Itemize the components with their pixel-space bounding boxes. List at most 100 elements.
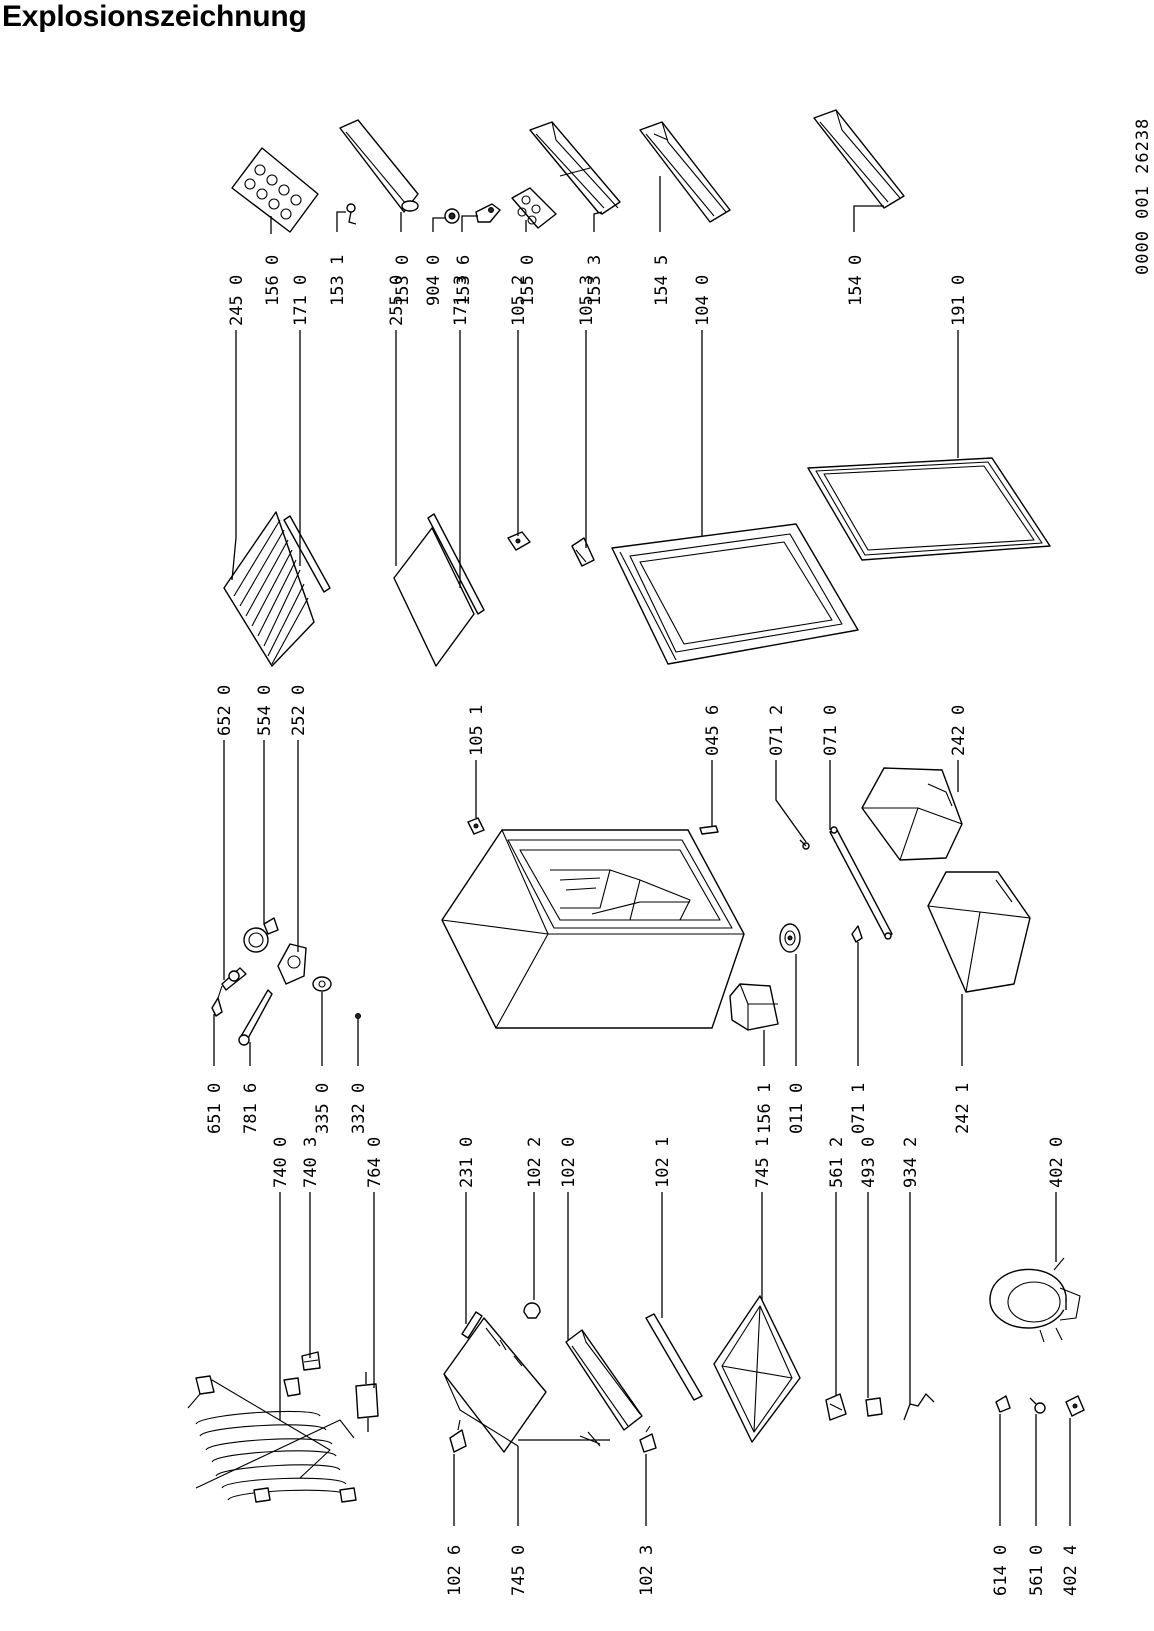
- part-label-335-0: 335 0: [313, 1083, 333, 1134]
- part-label-561-2: 561 2: [827, 1137, 847, 1188]
- bracket-part: [475, 203, 501, 223]
- part-labels: 156 0 153 1 153 0 904 0 153 6 155 0 153 3 154 5…: [205, 255, 1081, 1596]
- part-label-155-0: 155 0: [518, 255, 538, 306]
- compressor-part: [989, 1257, 1081, 1343]
- part-label-153-0: 153 0: [393, 255, 413, 306]
- part-label-102-3: 102 3: [637, 1545, 657, 1596]
- filter-part: [301, 1351, 321, 1371]
- part-label-255-0: 255 0: [387, 275, 407, 326]
- leader-lines: [213, 176, 1071, 1526]
- dryer-part: [355, 1372, 379, 1432]
- part-label-154-5: 154 5: [652, 255, 672, 306]
- disc-part: [779, 923, 801, 953]
- knob-part: [467, 817, 485, 835]
- shelf-cover-part: [339, 119, 419, 213]
- part-label-104-0: 104 0: [693, 275, 713, 326]
- part-label-252-0: 252 0: [289, 685, 309, 736]
- cable-part: [903, 1392, 935, 1421]
- rail-clip-part: [461, 1311, 483, 1339]
- door-bar-part: [645, 1313, 703, 1401]
- part-label-781-6: 781 6: [241, 1083, 261, 1134]
- door-bin-upper-part: [529, 121, 621, 215]
- small-box-part: [729, 983, 779, 1031]
- doc-number: 0000 001 26238: [1133, 118, 1153, 275]
- part-label-071-0: 071 0: [821, 705, 841, 756]
- part-label-011-0: 011 0: [787, 1083, 807, 1134]
- latch-lower-part: [639, 1425, 657, 1453]
- shelf-trim-part: [283, 515, 331, 593]
- thermostat-group-part: [211, 917, 361, 1046]
- part-label-332-0: 332 0: [349, 1083, 369, 1134]
- freezer-door-part: [713, 1295, 801, 1443]
- part-label-045-6: 045 6: [703, 705, 723, 756]
- glass-trim-part: [427, 513, 485, 615]
- part-label-402-0: 402 0: [1047, 1137, 1067, 1188]
- door-gasket-part: [807, 457, 1051, 561]
- part-label-105-2: 105 2: [509, 275, 529, 326]
- pin-part: [699, 825, 719, 835]
- part-label-153-6: 153 6: [454, 255, 474, 306]
- relay-cap-part: [1029, 1397, 1046, 1414]
- part-label-102-0: 102 0: [559, 1137, 579, 1188]
- part-label-904-0: 904 0: [424, 255, 444, 306]
- part-label-156-0: 156 0: [263, 255, 283, 306]
- part-label-554-0: 554 0: [255, 685, 275, 736]
- hook-part: [523, 1302, 541, 1319]
- part-label-071-1: 071 1: [849, 1083, 869, 1134]
- glass-shelf-part: [393, 527, 475, 667]
- screw-part: [799, 839, 810, 850]
- part-label-154-0: 154 0: [846, 255, 866, 306]
- part-label-740-3: 740 3: [301, 1137, 321, 1188]
- egg-holder-part: [511, 187, 557, 229]
- latch-part: [449, 1419, 467, 1453]
- part-label-191-0: 191 0: [949, 275, 969, 326]
- part-label-242-0: 242 0: [949, 705, 969, 756]
- grommet-part: [1065, 1395, 1085, 1417]
- drawer-upper-part: [861, 767, 963, 861]
- part-label-934-2: 934 2: [901, 1137, 921, 1188]
- wire-shelf-part: [223, 511, 315, 667]
- egg-tray-part: [231, 147, 319, 233]
- part-label-102-1: 102 1: [653, 1137, 673, 1188]
- terminal-part: [865, 1397, 883, 1417]
- part-label-153-3: 153 3: [585, 255, 605, 306]
- part-label-102-2: 102 2: [525, 1137, 545, 1188]
- part-label-652-0: 652 0: [215, 685, 235, 736]
- door-bin-middle-part: [639, 121, 731, 223]
- bar-part: [829, 826, 893, 940]
- hinge-lower-part: [571, 537, 595, 567]
- part-label-153-1: 153 1: [328, 255, 348, 306]
- overload-part: [995, 1395, 1011, 1413]
- part-label-242-1: 242 1: [953, 1083, 973, 1134]
- part-label-071-2: 071 2: [767, 705, 787, 756]
- clip-part: [346, 203, 357, 225]
- part-label-156-1: 156 1: [755, 1083, 775, 1134]
- part-label-561-0: 561 0: [1027, 1545, 1047, 1596]
- part-label-493-0: 493 0: [859, 1137, 879, 1188]
- drawer-lower-part: [927, 871, 1031, 993]
- door-bin-lower-part: [813, 109, 905, 209]
- door-frame-part: [611, 523, 859, 665]
- relay-part: [825, 1393, 847, 1421]
- washer-part: [444, 208, 460, 224]
- part-label-231-0: 231 0: [457, 1137, 477, 1188]
- clip-lower-part: [851, 925, 863, 943]
- hinge-upper-part: [507, 531, 531, 551]
- part-label-740-0: 740 0: [271, 1137, 291, 1188]
- part-label-745-1: 745 1: [753, 1137, 773, 1188]
- evaporator-part: [443, 1317, 610, 1453]
- part-label-105-3: 105 3: [577, 275, 597, 326]
- part-label-102-6: 102 6: [445, 1545, 465, 1596]
- part-label-764-0: 764 0: [365, 1137, 385, 1188]
- cabinet-part: [441, 829, 745, 1029]
- part-label-171-0: 171 0: [291, 275, 311, 326]
- page-title: Explosionszeichnung: [2, 0, 307, 33]
- part-label-614-0: 614 0: [991, 1545, 1011, 1596]
- part-label-745-0: 745 0: [509, 1545, 529, 1596]
- part-label-245-0: 245 0: [227, 275, 247, 326]
- part-label-402-4: 402 4: [1061, 1545, 1081, 1596]
- condenser-part: [187, 1375, 357, 1503]
- freezer-frame-part: [565, 1329, 643, 1431]
- part-label-105-1: 105 1: [467, 705, 487, 756]
